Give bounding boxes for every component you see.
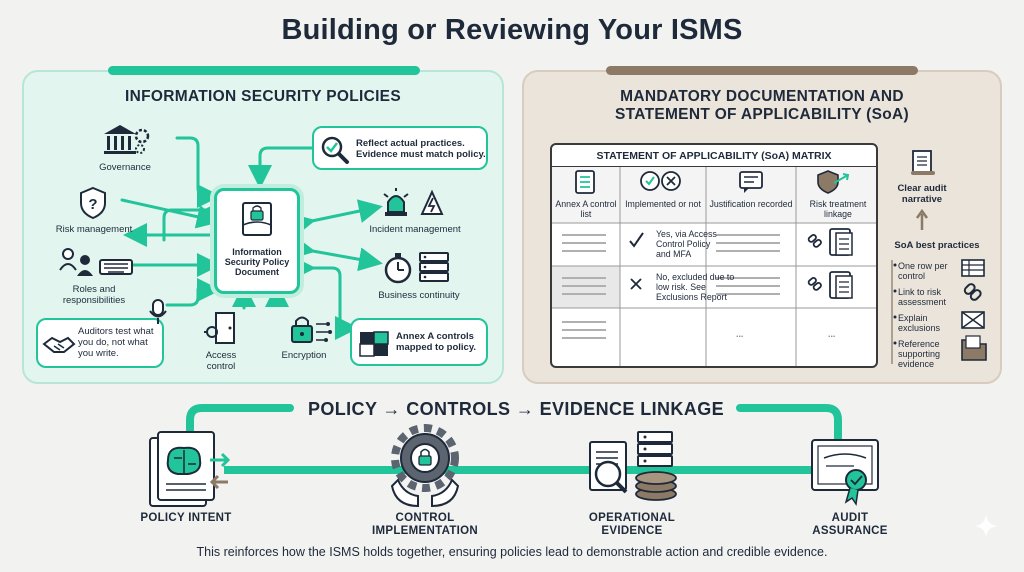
handshake-icon bbox=[42, 336, 76, 353]
continuity-label: Business continuity bbox=[378, 290, 460, 301]
documentation-heading-2: STATEMENT OF APPLICABILITY (SoA) bbox=[614, 106, 910, 123]
col-implemented: Implemented or not bbox=[625, 199, 701, 209]
governance-icon bbox=[104, 125, 150, 154]
row1-implemented: Yes, via Access Control Policy and MFA bbox=[656, 229, 717, 259]
stage-operational-evidence: OPERATIONAL EVIDENCE bbox=[588, 512, 676, 537]
reflect-callout: Reflect actual practices. Evidence must … bbox=[312, 126, 488, 170]
check-cross-icon bbox=[640, 171, 681, 191]
link-icon bbox=[963, 283, 982, 301]
panel-tab bbox=[108, 66, 420, 75]
matrix-title: STATEMENT OF APPLICABILITY (SoA) MATRIX bbox=[552, 145, 876, 167]
magnifier-check-icon bbox=[321, 136, 349, 164]
stage-policy-intent: POLICY INTENT bbox=[140, 512, 232, 524]
audit-narrative-label: Clear audit narrative bbox=[897, 183, 947, 205]
folder-icon bbox=[961, 335, 987, 361]
governance-label: Governance bbox=[99, 162, 151, 173]
best-practices-heading: SoA best practices bbox=[894, 240, 980, 251]
col-annex: Annex A control list bbox=[555, 199, 617, 219]
access-door-icon bbox=[204, 312, 235, 344]
linkage-flow bbox=[149, 404, 879, 508]
book-lock-icon bbox=[242, 202, 272, 236]
bp-item-2: Link to risk assessment bbox=[898, 287, 947, 307]
policy-brain-doc-icon bbox=[149, 431, 231, 507]
auditors-text: Auditors test what you do, not what you … bbox=[78, 326, 154, 359]
gear-lock-hands-icon bbox=[390, 424, 460, 508]
roles-people-icon bbox=[59, 248, 133, 276]
row2-implemented: No, excluded due to low risk. See Exclus… bbox=[656, 272, 735, 302]
bp-item-3: Explain exclusions bbox=[898, 313, 941, 333]
footer-caption: This reinforces how the ISMS holds toget… bbox=[196, 545, 828, 559]
shield-arrow-icon bbox=[817, 170, 850, 194]
bp-item-1: One row per control bbox=[898, 261, 948, 281]
scroll-icon bbox=[911, 150, 935, 175]
stage-audit-assurance: AUDIT ASSURANCE bbox=[812, 512, 888, 537]
best-practice-bullets bbox=[891, 259, 987, 364]
microphone-icon bbox=[149, 299, 167, 324]
linkage-title: POLICY → CONTROLS → EVIDENCE LINKAGE bbox=[307, 399, 725, 419]
row3-ellipsis: ... bbox=[736, 329, 744, 339]
access-label: Access control bbox=[205, 350, 237, 372]
roles-label: Roles and responsibilities bbox=[62, 284, 126, 306]
encryption-label: Encryption bbox=[281, 350, 327, 361]
puzzle-icon bbox=[359, 331, 389, 357]
encryption-lock-icon bbox=[291, 316, 332, 343]
documentation-heading-1: MANDATORY DOCUMENTATION AND bbox=[620, 88, 904, 105]
auditors-callout: Auditors test what you do, not what you … bbox=[36, 318, 164, 368]
reflect-text: Reflect actual practices. Evidence must … bbox=[356, 138, 486, 160]
policies-heading: INFORMATION SECURITY POLICIES bbox=[125, 88, 401, 105]
continuity-stopwatch-icon bbox=[384, 252, 449, 284]
matrix-grid bbox=[552, 167, 876, 366]
col-justification: Justification recorded bbox=[709, 199, 793, 209]
certificate-icon bbox=[811, 439, 879, 507]
panel-tab bbox=[606, 66, 918, 75]
annex-callout: Annex A controls mapped to policy. bbox=[350, 318, 488, 366]
control-list-icon bbox=[575, 170, 595, 194]
policy-document-card: Information Security Policy Document bbox=[214, 188, 300, 294]
envelope-x-icon bbox=[961, 311, 985, 329]
svg-text:?: ? bbox=[88, 196, 97, 213]
soa-matrix: STATEMENT OF APPLICABILITY (SoA) MATRIX bbox=[550, 143, 878, 368]
row3-ellipsis-2: ... bbox=[828, 329, 836, 339]
col-risk-linkage: Risk treatment linkage bbox=[809, 199, 867, 219]
risk-shield-icon: ? bbox=[80, 186, 106, 220]
up-arrow-icon bbox=[915, 208, 929, 230]
table-icon bbox=[961, 259, 985, 277]
page-title: Building or Reviewing Your ISMS bbox=[281, 14, 743, 46]
center-doc-label: Information Security Policy Document bbox=[224, 247, 290, 277]
evidence-stack-icon bbox=[589, 431, 677, 501]
policy-arrows bbox=[120, 136, 383, 340]
incident-alarm-icon bbox=[383, 188, 444, 216]
stage-control-implementation: CONTROL IMPLEMENTATION bbox=[372, 512, 478, 537]
bp-item-4: Reference supporting evidence bbox=[898, 339, 941, 369]
annex-text: Annex A controls mapped to policy. bbox=[396, 331, 477, 353]
incident-label: Incident management bbox=[369, 224, 461, 235]
sparkle-icon bbox=[974, 514, 998, 538]
comment-doc-icon bbox=[739, 171, 763, 193]
risk-label: Risk management bbox=[55, 224, 133, 235]
